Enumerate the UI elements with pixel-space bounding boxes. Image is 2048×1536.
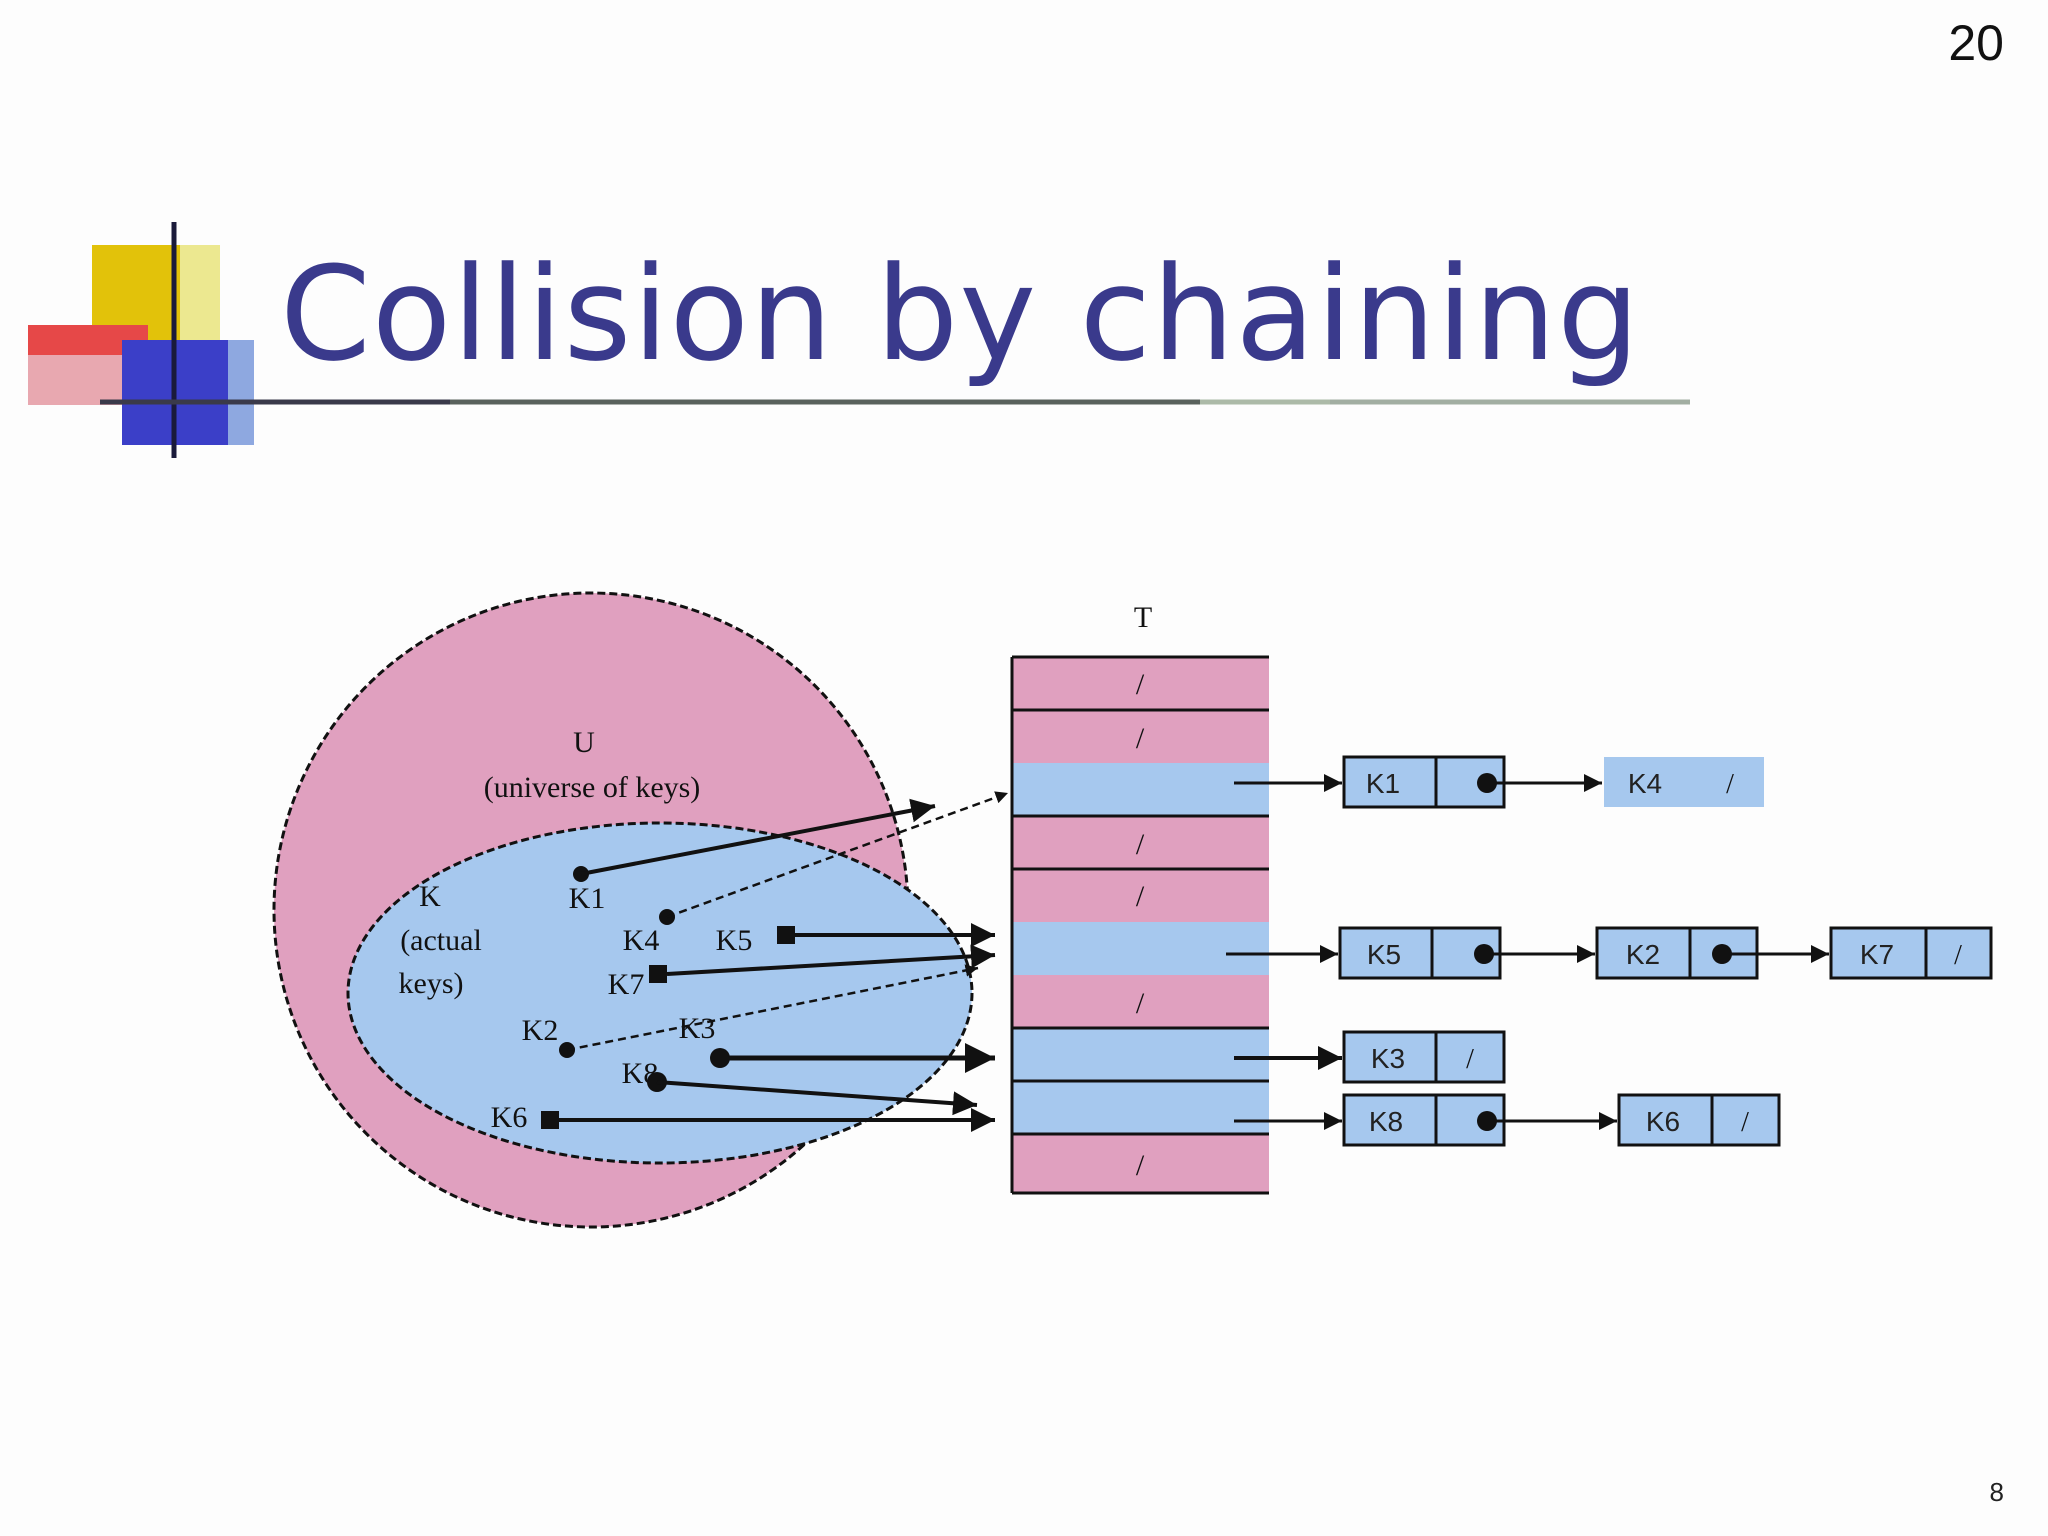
chain-row5-node3-key: K7 <box>1860 939 1894 970</box>
chain-row8-node2-null: / <box>1741 1107 1749 1138</box>
arrow-k2-row5 <box>566 964 979 1052</box>
slide-number-bottom: 8 <box>1989 1477 2004 1507</box>
actual-keys-label: K <box>419 880 441 913</box>
chain-row2-node2-null: / <box>1726 769 1734 800</box>
key-k6-label: K6 <box>491 1101 528 1134</box>
key-k7-label: K7 <box>608 968 645 1001</box>
actual-keys-ellipse <box>346 821 974 1165</box>
universe-label: U <box>573 726 595 759</box>
chain-row7-node1-key: K3 <box>1371 1043 1405 1074</box>
table-slot-6 <box>1012 975 1269 1028</box>
chain-row7-node1-null: / <box>1466 1044 1474 1075</box>
slide-title: Collision by chaining <box>280 238 1641 390</box>
table-slot-3 <box>1012 816 1269 869</box>
table-slot-6-null: / <box>1136 987 1145 1020</box>
table-slot-0-null: / <box>1136 668 1145 701</box>
chain-row5-node3 <box>1829 926 1993 980</box>
chain-row5: K5 K2 K7 / <box>1226 926 1993 980</box>
slide-number-top: 20 <box>1948 15 2004 71</box>
chain-row8-node1-key: K8 <box>1369 1106 1403 1137</box>
table-slot-1 <box>1012 710 1269 763</box>
chain-row2-node2-key: K4 <box>1628 768 1662 799</box>
arrow-k7-row5 <box>666 944 996 976</box>
chain-row5-node1-key: K5 <box>1367 939 1401 970</box>
chain-row2-node2 <box>1604 757 1764 807</box>
key-k6-point <box>541 1111 559 1129</box>
chain-row8-node2 <box>1617 1093 1781 1147</box>
table-slot-5 <box>1012 922 1269 975</box>
key-k1-label: K1 <box>569 882 606 915</box>
key-k2-label: K2 <box>522 1014 559 1047</box>
hash-table: / / / / / / <box>1010 655 1269 1195</box>
arrow-k1-row2 <box>580 798 936 876</box>
actual-keys-sub1: (actual <box>400 924 482 957</box>
title-logo <box>28 222 1690 458</box>
arrow-k8-row8 <box>656 1080 978 1116</box>
table-slot-9-null: / <box>1136 1149 1145 1182</box>
chain-row2-node1-key: K1 <box>1366 768 1400 799</box>
table-slot-2 <box>1012 763 1269 816</box>
chain-row5-node3-null: / <box>1954 940 1962 971</box>
universe-sub-label: (universe of keys) <box>484 771 701 804</box>
chain-row5-node2-key: K2 <box>1626 939 1660 970</box>
table-slot-4 <box>1012 869 1269 922</box>
table-slot-4-null: / <box>1136 880 1145 913</box>
chain-row7-node1 <box>1342 1030 1506 1084</box>
chain-row8-node2-key: K6 <box>1646 1106 1680 1137</box>
actual-keys-sub2: keys) <box>399 967 464 1000</box>
key-k5-point <box>777 926 795 944</box>
key-k4-label: K4 <box>623 924 660 957</box>
table-slot-9 <box>1012 1134 1269 1193</box>
table-slot-0 <box>1012 657 1269 710</box>
table-label: T <box>1134 601 1152 634</box>
chain-row8: K8 K6 / <box>1234 1093 1781 1147</box>
table-slot-1-null: / <box>1136 722 1145 755</box>
key-k3-label: K3 <box>679 1012 716 1045</box>
chain-row2: K1 K4 / <box>1234 755 1764 809</box>
hash-arrows <box>559 791 1009 1132</box>
arrow-k4-row2 <box>666 791 1009 919</box>
table-slot-8 <box>1012 1081 1269 1134</box>
key-k5-label: K5 <box>716 924 753 957</box>
chain-row5-node1 <box>1338 926 1502 980</box>
table-slot-7 <box>1012 1028 1269 1081</box>
chain-row7: K3 / <box>1234 1030 1506 1084</box>
key-k7-point <box>649 965 667 983</box>
table-slot-3-null: / <box>1136 828 1145 861</box>
